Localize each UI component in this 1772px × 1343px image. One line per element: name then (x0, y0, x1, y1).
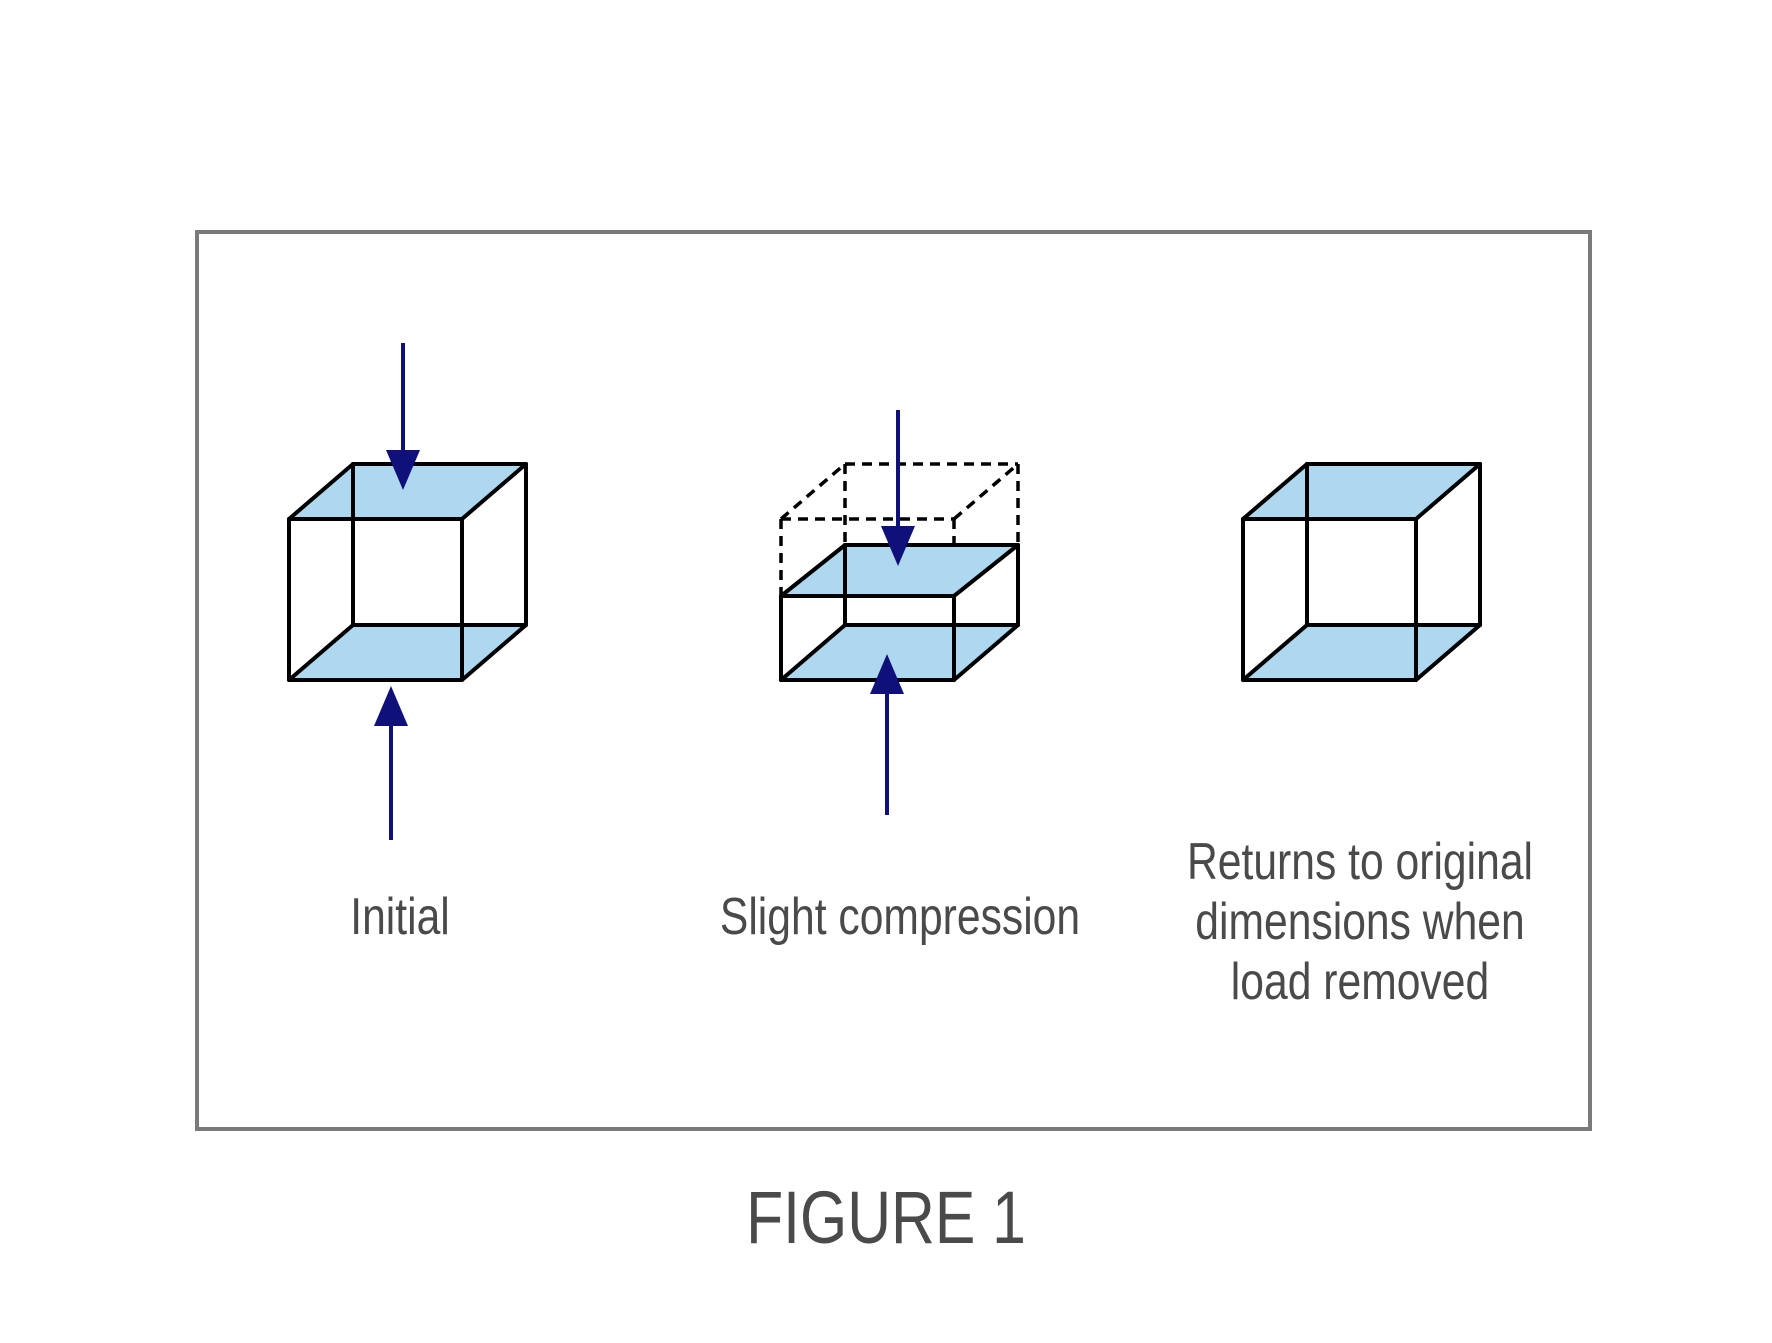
arrow-up-compression (870, 654, 904, 815)
panel-label-returns: Returns to original dimensions when load… (1171, 832, 1548, 1012)
cube-returned (1241, 462, 1482, 682)
arrow-up-initial (374, 686, 408, 840)
panel-label-returns-line-3: load removed (1230, 953, 1490, 1011)
figure-caption: FIGURE 1 (746, 1176, 1026, 1259)
panel-label-slight-compression: Slight compression (719, 888, 1081, 946)
cube-initial-top-face (289, 464, 526, 519)
cube-returned-bottom-face (1243, 625, 1480, 680)
arrow-down-compression (881, 410, 915, 566)
cube-compressed-top-face (781, 545, 1018, 596)
cube-compressed (779, 543, 1020, 682)
panel-label-returns-line-2: dimensions when (1195, 893, 1525, 951)
cube-compressed-edges (779, 543, 1020, 682)
cube-returned-top-face (1243, 464, 1480, 519)
arrow-down-initial (386, 343, 420, 490)
cube-initial-bottom-face (289, 625, 526, 680)
cube-returned-edges (1241, 462, 1482, 682)
panel-label-initial: Initial (350, 888, 450, 946)
panel-label-returns-line-1: Returns to original (1186, 833, 1534, 891)
cube-compressed-bottom-face (781, 625, 1018, 680)
cube-initial (287, 462, 528, 682)
cube-initial-edges (287, 462, 528, 682)
